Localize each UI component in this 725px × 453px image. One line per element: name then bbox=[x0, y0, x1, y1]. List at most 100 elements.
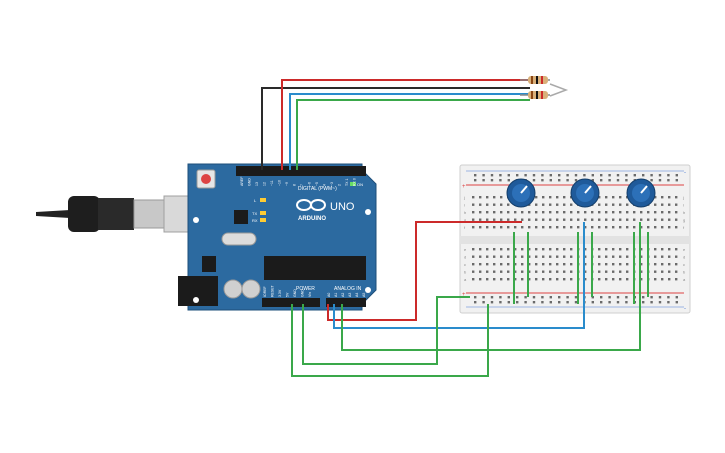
breadboard-hole bbox=[591, 211, 594, 214]
breadboard-hole bbox=[566, 179, 569, 182]
breadboard-hole bbox=[650, 174, 653, 177]
breadboard-hole bbox=[591, 218, 594, 221]
usb-cable[interactable] bbox=[36, 195, 191, 233]
breadboard-hole bbox=[535, 278, 538, 281]
breadboard-hole bbox=[661, 211, 664, 214]
breadboard-hole bbox=[507, 278, 510, 281]
breadboard-hole bbox=[600, 296, 603, 299]
breadboard-hole bbox=[549, 174, 552, 177]
breadboard-hole bbox=[640, 226, 643, 229]
breadboard-hole bbox=[584, 218, 587, 221]
breadboard-hole bbox=[612, 226, 615, 229]
breadboard-hole bbox=[514, 278, 517, 281]
breadboard-hole bbox=[479, 203, 482, 206]
breadboard-hole bbox=[612, 248, 615, 251]
breadboard-hole bbox=[600, 179, 603, 182]
digital-pin-label: AREF bbox=[240, 177, 244, 186]
breadboard-hole bbox=[640, 255, 643, 258]
breadboard-hole bbox=[626, 248, 629, 251]
breadboard-hole bbox=[479, 278, 482, 281]
breadboard-hole bbox=[493, 263, 496, 266]
breadboard-hole bbox=[675, 263, 678, 266]
breadboard-hole bbox=[650, 301, 653, 304]
on-label: ON bbox=[357, 182, 363, 187]
breadboard-hole bbox=[625, 301, 628, 304]
breadboard-hole bbox=[563, 270, 566, 273]
breadboard-hole bbox=[591, 179, 594, 182]
potentiometer-2[interactable] bbox=[570, 178, 600, 208]
breadboard-hole bbox=[516, 296, 519, 299]
model-text: UNO bbox=[330, 201, 355, 213]
breadboard-hole bbox=[661, 248, 664, 251]
wire-green-gnd1 bbox=[302, 296, 470, 365]
breadboard-hole bbox=[563, 211, 566, 214]
breadboard-hole bbox=[514, 255, 517, 258]
potentiometer-3[interactable] bbox=[626, 178, 656, 208]
breadboard-hole bbox=[650, 179, 653, 182]
breadboard-hole bbox=[570, 278, 573, 281]
breadboard-hole bbox=[612, 255, 615, 258]
breadboard-hole bbox=[528, 248, 531, 251]
breadboard-hole bbox=[598, 203, 601, 206]
breadboard-hole bbox=[616, 179, 620, 182]
breadboard-hole bbox=[654, 248, 657, 251]
breadboard-hole bbox=[486, 196, 489, 199]
arduino-uno-board[interactable]: ARDUINO UNO DIGITAL (PWM~) POWER ANALOG … bbox=[178, 163, 377, 311]
wire-green-a2 bbox=[341, 222, 641, 351]
breadboard-hole bbox=[472, 226, 475, 229]
breadboard-hole bbox=[591, 301, 594, 304]
breadboard-hole bbox=[549, 255, 552, 258]
breadboard-hole bbox=[668, 211, 671, 214]
breadboard-hole bbox=[479, 270, 482, 273]
power-pin-label: GND bbox=[301, 289, 305, 297]
breadboard-hole bbox=[493, 278, 496, 281]
breadboard-hole bbox=[675, 255, 678, 258]
row-letter: j bbox=[463, 195, 465, 200]
row-letter: e bbox=[464, 247, 467, 252]
breadboard-hole bbox=[500, 196, 503, 199]
breadboard-hole bbox=[500, 203, 503, 206]
breadboard-hole bbox=[667, 296, 670, 299]
wires[interactable] bbox=[261, 79, 649, 377]
row-letter: b bbox=[683, 270, 686, 275]
breadboard-hole bbox=[661, 218, 664, 221]
digital-pin-label: ~5 bbox=[315, 182, 319, 186]
rx-label: RX bbox=[252, 218, 258, 223]
breadboard-hole bbox=[640, 270, 643, 273]
breadboard-hole bbox=[556, 263, 559, 266]
analog-pin-label: A1 bbox=[334, 293, 338, 297]
digital-header-label: DIGITAL (PWM~) bbox=[298, 186, 337, 192]
breadboard-hole bbox=[499, 174, 502, 177]
breadboard-hole bbox=[598, 263, 601, 266]
breadboard-hole bbox=[507, 263, 510, 266]
breadboard-hole bbox=[633, 211, 636, 214]
analog-pin-label: A2 bbox=[341, 293, 345, 297]
breadboard-hole bbox=[535, 226, 538, 229]
analog-header bbox=[326, 298, 366, 307]
analog-label: ANALOG IN bbox=[334, 286, 362, 292]
row-letter: i bbox=[683, 203, 684, 208]
breadboard-hole bbox=[482, 296, 485, 299]
breadboard-hole bbox=[486, 278, 489, 281]
breadboard-hole bbox=[598, 255, 601, 258]
rgb-led[interactable] bbox=[549, 83, 569, 97]
potentiometer-1[interactable] bbox=[506, 178, 536, 208]
breadboard-hole bbox=[507, 179, 510, 182]
row-letter: d bbox=[683, 255, 685, 260]
breadboard-hole bbox=[654, 196, 657, 199]
row-letter: g bbox=[683, 218, 685, 223]
breadboard-hole bbox=[507, 296, 510, 299]
breadboard-hole bbox=[605, 263, 608, 266]
breadboard-hole bbox=[482, 301, 485, 304]
breadboard-hole bbox=[570, 226, 573, 229]
breadboard-hole bbox=[675, 226, 678, 229]
breadboard-hole bbox=[626, 263, 629, 266]
breadboard-hole bbox=[528, 211, 531, 214]
resistor-1[interactable] bbox=[520, 76, 550, 84]
breadboard-hole bbox=[549, 196, 552, 199]
resistor-2[interactable] bbox=[520, 91, 550, 99]
breadboard-hole bbox=[667, 174, 670, 177]
breadboard-hole bbox=[472, 263, 475, 266]
breadboard-hole bbox=[584, 278, 587, 281]
